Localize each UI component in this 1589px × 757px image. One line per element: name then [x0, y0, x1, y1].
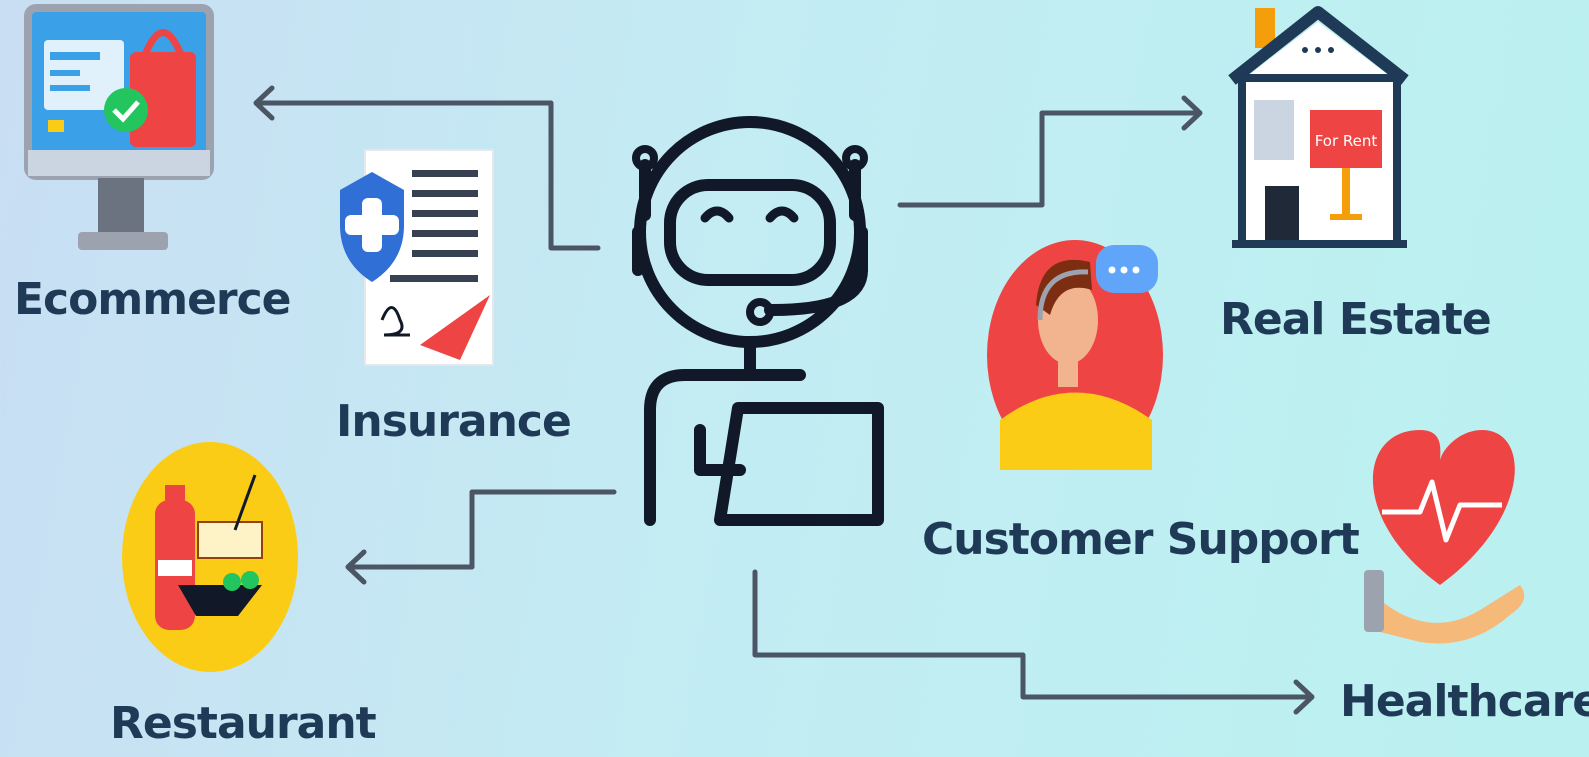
shopping-monitor-icon: [24, 4, 214, 250]
food-plate-icon: [122, 442, 298, 672]
customer-support-label: Customer Support: [922, 514, 1360, 565]
connector-lines: [253, 85, 1315, 715]
insurance-document-icon: [340, 149, 494, 366]
support-agent-icon: [987, 240, 1163, 470]
connector-healthcare: [752, 569, 1313, 700]
connector-ecommerce: [255, 100, 601, 251]
arrowhead-restaurant: [345, 549, 367, 585]
arrowhead-ecommerce: [253, 85, 275, 121]
robot-support-agent-icon: [632, 116, 884, 526]
healthcare-label: Healthcare: [1340, 676, 1589, 727]
heart-in-hand-icon: [1364, 430, 1525, 644]
arrowhead-real-estate: [1181, 95, 1203, 131]
ecommerce-label: Ecommerce: [14, 274, 292, 325]
insurance-label: Insurance: [336, 396, 572, 447]
connector-restaurant: [347, 489, 617, 570]
connector-real-estate: [897, 110, 1201, 208]
real-estate-label: Real Estate: [1220, 294, 1492, 345]
for-rent-sign-text: For Rent: [1315, 132, 1378, 150]
restaurant-label: Restaurant: [110, 698, 377, 749]
house-for-rent-icon: [1228, 6, 1409, 248]
arrowhead-healthcare: [1293, 679, 1315, 715]
